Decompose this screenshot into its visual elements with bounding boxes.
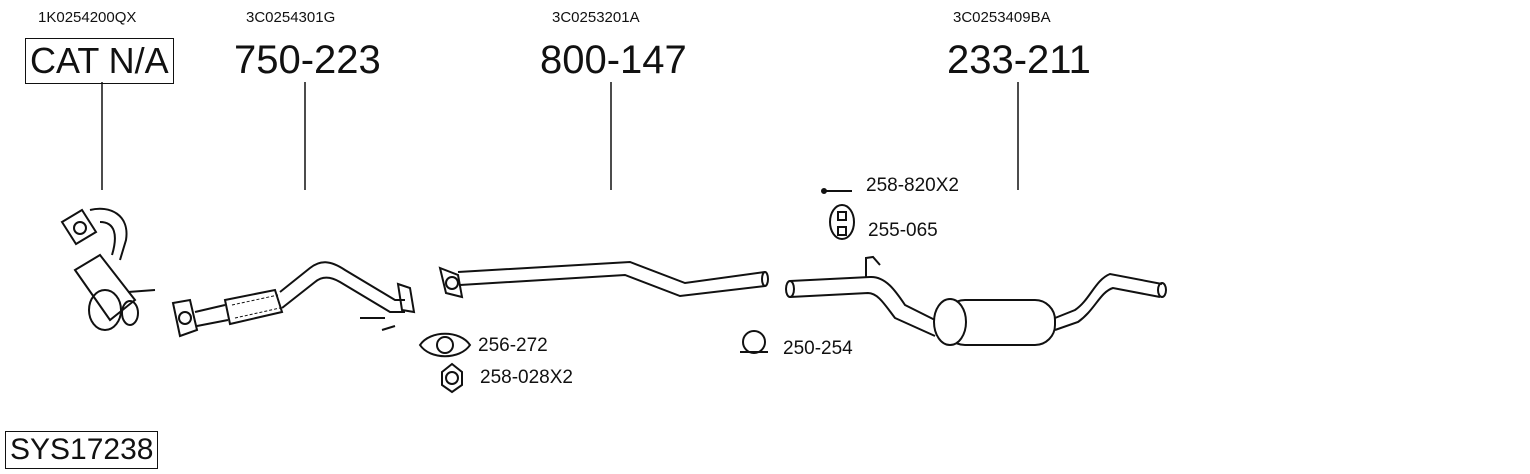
part-number-catalyst[interactable]: CAT N/A [25,38,174,84]
part-number-rear-silencer[interactable]: 233-211 [947,38,1091,82]
bolt-icon [821,188,852,194]
front-pipe-icon[interactable] [171,261,416,338]
system-code: SYS17238 [5,431,159,469]
rubber-mount-icon [829,204,855,240]
part-number-front-pipe[interactable]: 750-223 [234,38,381,82]
part-number-rubber-mount[interactable]: 255-065 [868,220,938,241]
oe-number-middle-pipe: 3C0253201A [552,9,640,26]
leader-lines [101,82,1019,190]
part-number-nut[interactable]: 258-028X2 [480,367,573,388]
part-number-middle-pipe[interactable]: 800-147 [540,38,687,82]
oe-number-catalyst: 1K0254200QX [38,9,137,26]
rear-silencer-icon[interactable] [785,255,1167,346]
part-number-gasket[interactable]: 256-272 [478,335,548,356]
catalyst-icon[interactable] [60,207,156,331]
oe-number-rear-silencer: 3C0253409BA [953,9,1051,26]
part-number-clamp[interactable]: 250-254 [783,338,853,359]
part-number-bolt[interactable]: 258-820X2 [866,175,959,196]
clamp-icon [740,330,768,354]
nut-icon [441,362,463,394]
oe-number-front-pipe: 3C0254301G [246,9,336,26]
middle-pipe-icon[interactable] [438,260,769,299]
gasket-icon [418,332,472,358]
